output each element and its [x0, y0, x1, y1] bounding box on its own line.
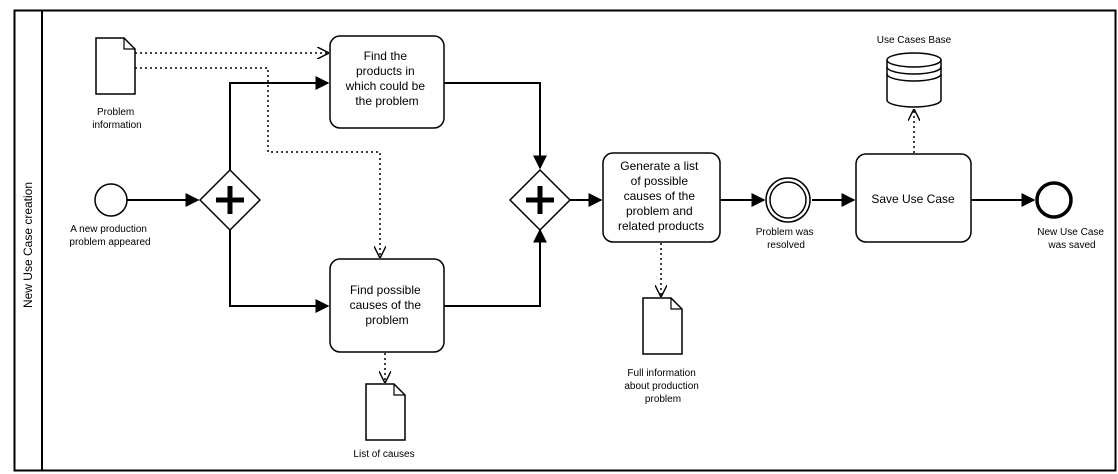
- flow-split-to-find-causes: [229, 230, 330, 313]
- task-find-products-label: Find the products in which could be the …: [345, 49, 429, 108]
- pool-lane-label: New Use Case creation: [21, 182, 35, 308]
- task-generate-list-label: Generate a list of possible causes of th…: [618, 159, 704, 233]
- parallel-split-gateway[interactable]: [198, 168, 262, 232]
- sequence-flows: [127, 76, 1036, 313]
- data-object-problem-information[interactable]: [95, 37, 136, 95]
- assoc-info-to-find-causes: [135, 67, 380, 257]
- start-event-label: A new production problem appeared: [69, 224, 150, 248]
- task-find-causes[interactable]: [329, 258, 445, 353]
- end-event-label: New Use Case was saved: [1037, 227, 1106, 251]
- data-associations: [135, 53, 914, 382]
- plus-icon: [526, 186, 554, 214]
- task-generate-list[interactable]: [602, 152, 721, 243]
- intermediate-event-label: Problem was resolved: [756, 227, 817, 251]
- data-object-list-of-causes[interactable]: [365, 383, 406, 441]
- data-store-use-cases-base[interactable]: [886, 52, 942, 108]
- task-save-use-case[interactable]: [855, 153, 972, 243]
- flow-split-to-find-products: [229, 76, 330, 170]
- data-object-full-information[interactable]: [642, 297, 683, 355]
- task-find-products[interactable]: [329, 35, 445, 129]
- start-event[interactable]: [94, 183, 128, 217]
- data-object-list-of-causes-label: List of causes: [353, 449, 414, 460]
- pool-border: [13, 9, 1117, 472]
- flow-find-products-to-join: [444, 82, 547, 170]
- plus-icon: [216, 186, 244, 214]
- flow-find-causes-to-join: [444, 228, 547, 307]
- end-event[interactable]: [1035, 181, 1073, 219]
- intermediate-event[interactable]: [765, 177, 811, 223]
- data-store-label: Use Cases Base: [877, 35, 952, 46]
- data-object-full-information-label: Full information about production proble…: [624, 368, 701, 405]
- parallel-join-gateway[interactable]: [508, 168, 572, 232]
- data-object-problem-information-label: Problem information: [92, 107, 141, 131]
- task-find-causes-label: Find possible causes of the problem: [350, 283, 425, 327]
- task-save-use-case-label: Save Use Case: [871, 192, 955, 206]
